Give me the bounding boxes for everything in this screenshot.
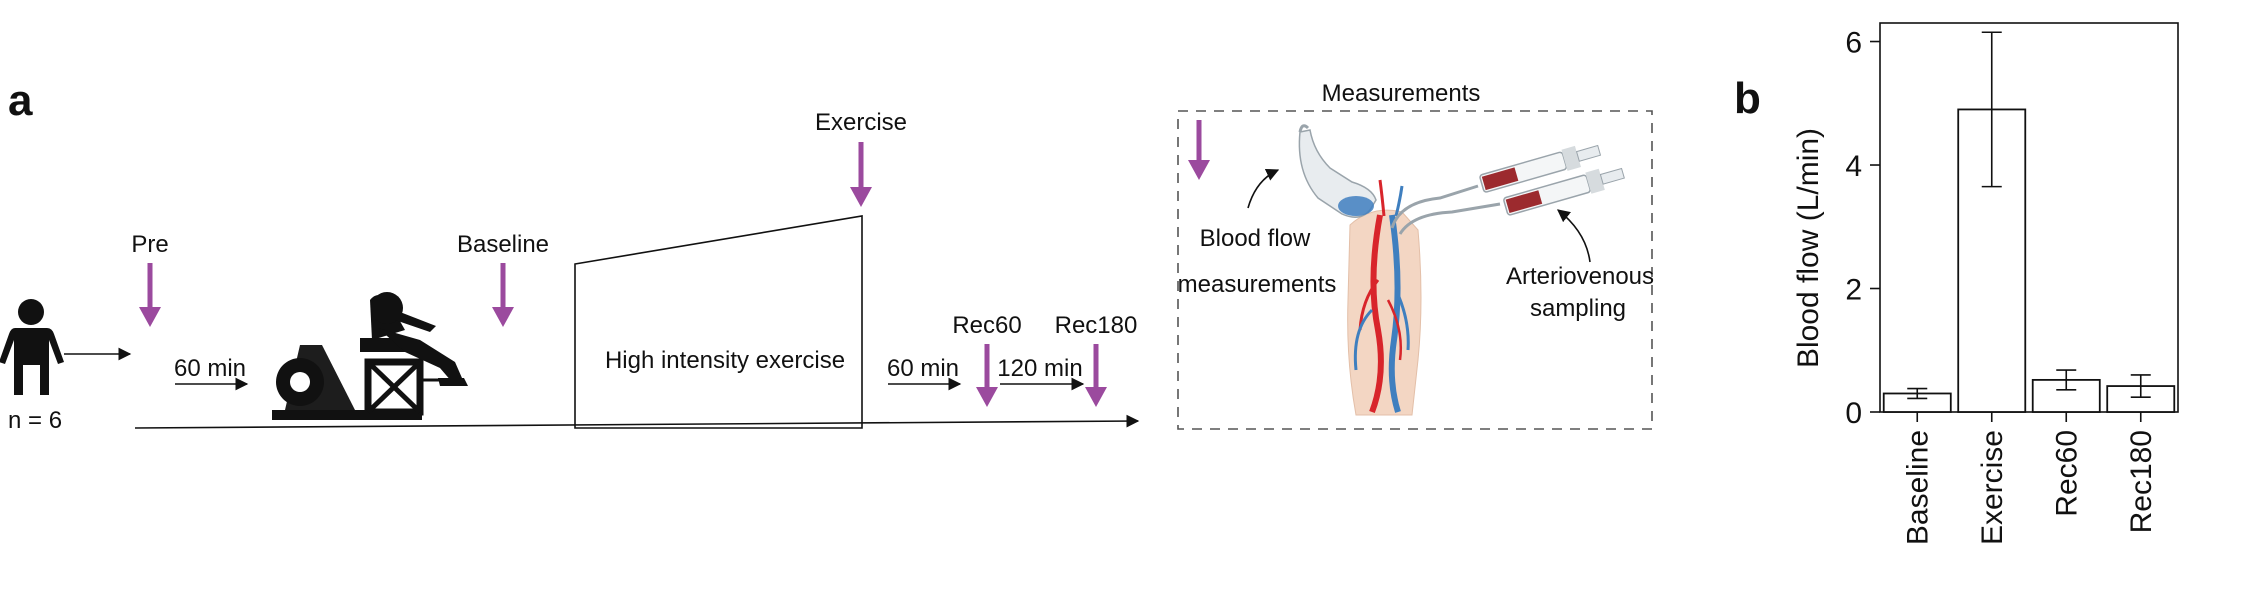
timepoint-arrow-baseline [492,263,514,327]
ultrasound-probe-icon [1298,124,1377,218]
x-tick-label-rec60: Rec60 [2050,430,2083,517]
timepoint-label-rec60: Rec60 [952,312,1021,339]
av-sampling-label-line2: sampling [1530,295,1626,322]
timepoint-arrow-exercise [850,142,872,207]
timepoint-label-exercise: Exercise [815,109,907,136]
interval-label-3: 120 min [997,355,1082,382]
panel-a: a n = 6 Pre 60 min [0,76,1654,434]
blood-flow-callout-arrow [1247,168,1280,209]
syringe-icon [1390,144,1625,235]
y-tick-label-1: 2 [1845,274,1862,307]
blood-flow-label-line1: Blood flow [1200,225,1311,252]
panel-b-letter: b [1734,74,1761,123]
timepoint-label-baseline: Baseline [457,231,549,258]
plot-frame [1879,22,2179,413]
leg-anatomy-illustration [1347,179,1422,416]
av-sampling-callout-arrow [1556,209,1591,263]
timepoint-label-rec180: Rec180 [1055,312,1138,339]
measurements-box [1177,110,1653,430]
cohort-label: n = 6 [8,407,62,434]
measurements-indicator-arrow [1188,120,1210,180]
person-icon [0,299,64,395]
x-tick-label-exercise: Exercise [1976,430,2009,545]
panel-a-letter: a [8,76,33,125]
x-tick-label-baseline: Baseline [1901,430,1934,545]
interval-label-2: 60 min [887,355,959,382]
bar-rec180 [2106,385,2176,413]
timepoint-arrow-pre [139,263,161,327]
y-tick-label-0: 0 [1845,397,1862,430]
x-tick-label-rec180: Rec180 [2125,430,2158,533]
timeline-axis [134,414,1140,429]
timepoint-label-pre: Pre [131,231,168,258]
blood-flow-label-line2: measurements [1178,271,1337,298]
cycle-ergometer-icon [272,292,468,420]
timepoint-arrow-rec180 [1085,344,1107,407]
y-tick-label-2: 4 [1845,150,1862,183]
exercise-box-label: High intensity exercise [605,347,845,374]
y-tick-label-3: 6 [1845,27,1862,60]
measurements-title: Measurements [1322,80,1481,107]
exercise-intensity-box [574,215,863,429]
av-sampling-label-line1: Arteriovenous [1506,263,1654,290]
interval-label-1: 60 min [174,355,246,382]
y-axis-title: Blood flow (L/min) [1792,128,1825,368]
timepoint-arrow-rec60 [976,344,998,407]
